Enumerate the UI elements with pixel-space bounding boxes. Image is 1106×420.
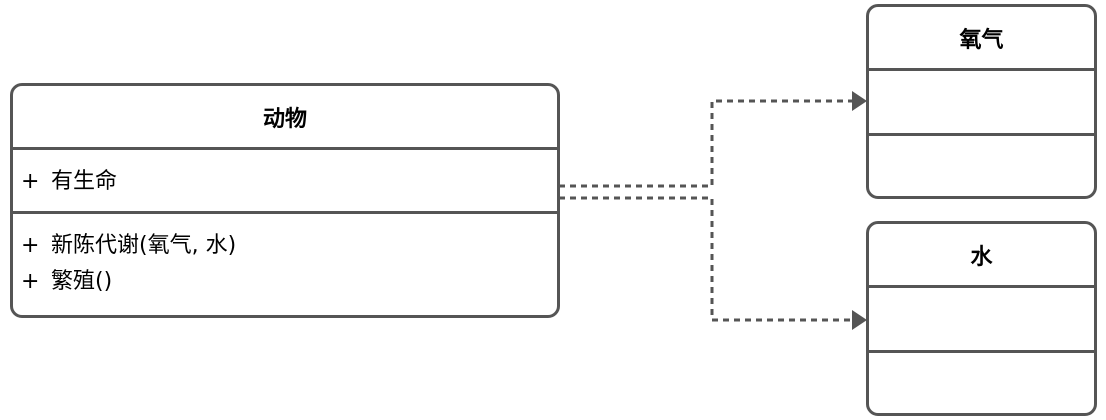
- class-water-methods: [869, 353, 1094, 413]
- class-animal-name: 动物: [13, 86, 557, 150]
- class-water-name: 水: [869, 224, 1094, 288]
- class-animal[interactable]: 动物 + 有生命 + 新陈代谢(氧气, 水) + 繁殖(): [10, 83, 560, 318]
- arrowhead-icon: [852, 91, 867, 111]
- class-oxygen[interactable]: 氧气: [866, 4, 1097, 199]
- class-oxygen-methods: [869, 136, 1094, 196]
- class-animal-methods: + 新陈代谢(氧气, 水) + 繁殖(): [13, 214, 557, 300]
- dependency-animal-to-oxygen: [559, 91, 867, 188]
- method-text: 新陈代谢(氧气, 水): [51, 233, 237, 258]
- dependency-animal-to-water: [559, 196, 867, 330]
- attribute-text: 有生命: [51, 169, 118, 194]
- visibility-marker: +: [21, 233, 40, 258]
- method-item: + 繁殖(): [13, 264, 557, 300]
- class-water[interactable]: 水: [866, 221, 1097, 416]
- method-item: + 新陈代谢(氧气, 水): [13, 228, 557, 264]
- visibility-marker: +: [21, 269, 40, 294]
- visibility-marker: +: [21, 169, 40, 194]
- method-text: 繁殖(): [51, 269, 113, 294]
- attribute-item: + 有生命: [13, 164, 557, 200]
- class-oxygen-name: 氧气: [869, 7, 1094, 71]
- class-water-attributes: [869, 288, 1094, 353]
- class-animal-attributes: + 有生命: [13, 150, 557, 214]
- class-oxygen-attributes: [869, 71, 1094, 136]
- arrowhead-icon: [852, 310, 867, 330]
